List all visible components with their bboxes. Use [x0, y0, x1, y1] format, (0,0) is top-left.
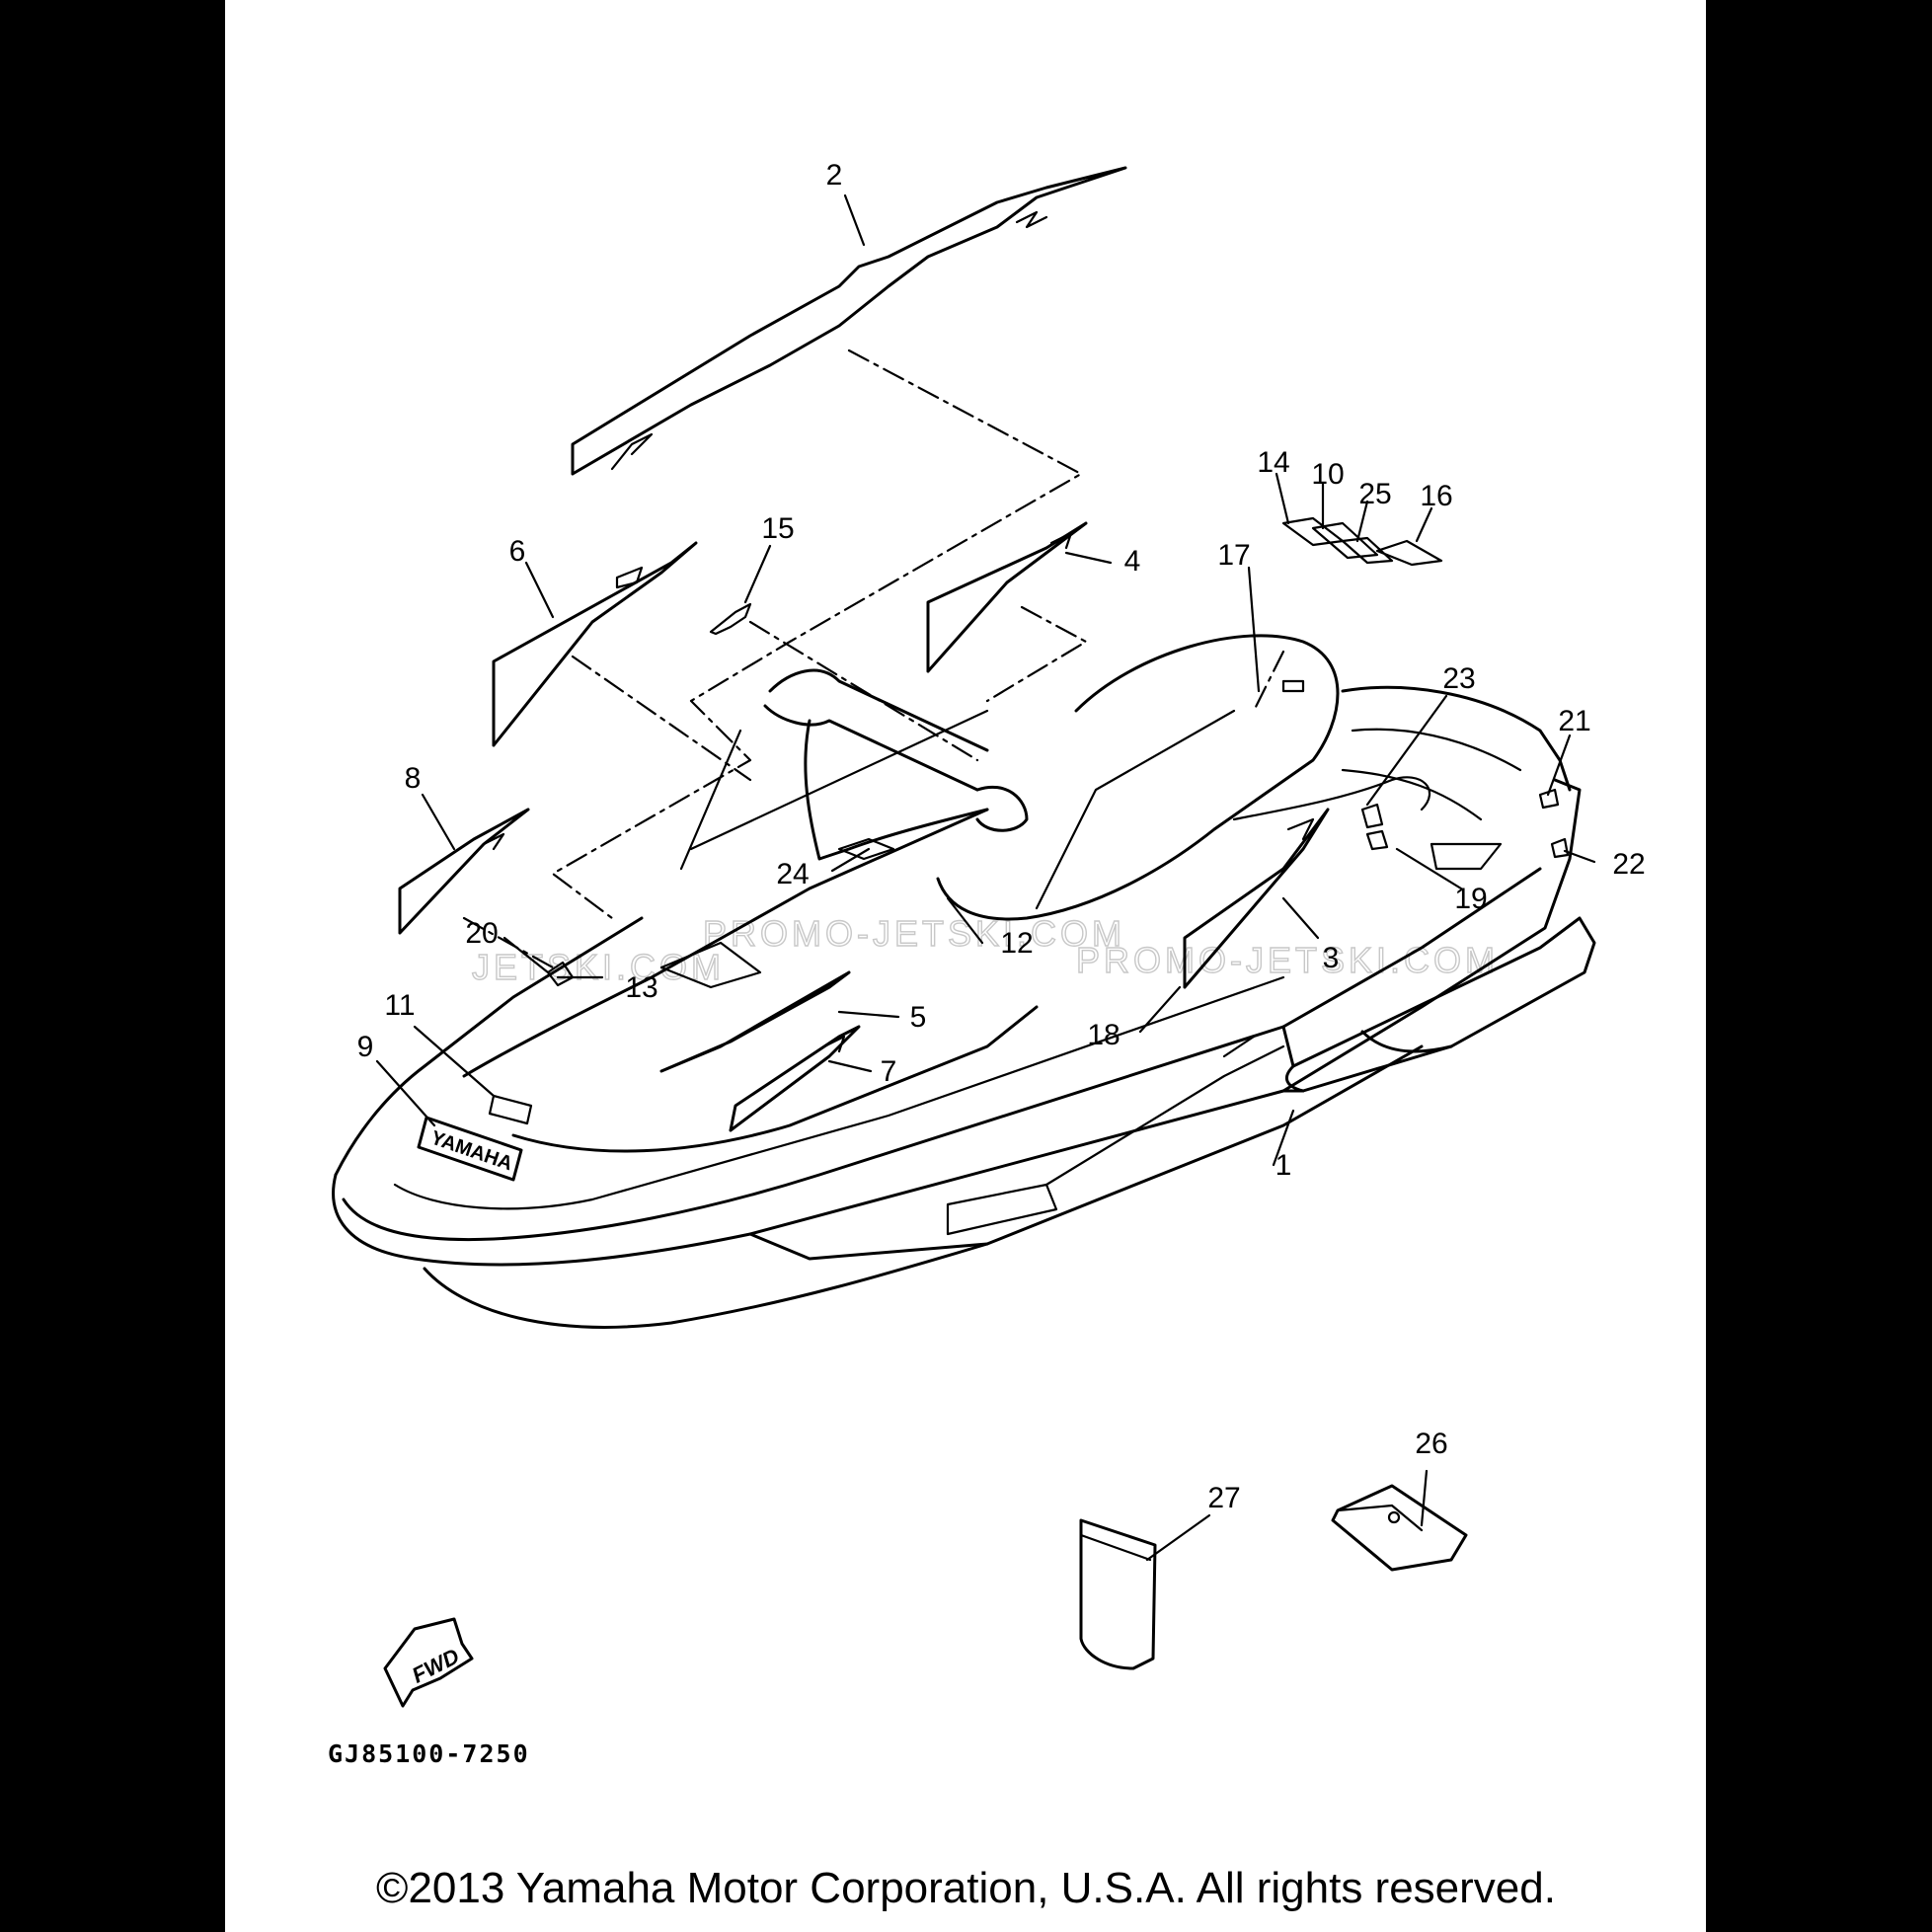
callout-5: 5 — [910, 1001, 927, 1034]
diagram-part-code: GJ85100-7250 — [328, 1739, 530, 1768]
callout-27: 27 — [1207, 1482, 1240, 1514]
callout-25: 25 — [1358, 478, 1391, 510]
decal-5 — [659, 970, 851, 1073]
callout-13: 13 — [625, 971, 657, 1004]
decal-2-upper-graphic — [571, 166, 1127, 476]
callout-9: 9 — [357, 1031, 374, 1063]
small-decals-14-10-25-16 — [1281, 516, 1443, 567]
callout-14: 14 — [1257, 446, 1289, 479]
callout-4: 4 — [1124, 545, 1141, 578]
callout-8: 8 — [405, 762, 422, 795]
decal-3 — [1183, 808, 1330, 989]
part-27-pouch — [1079, 1518, 1157, 1670]
callout-2: 2 — [826, 159, 843, 192]
callout-7: 7 — [881, 1055, 897, 1088]
callout-18: 18 — [1087, 1019, 1120, 1051]
callout-10: 10 — [1311, 458, 1344, 491]
exploded-parts-diagram: JETSKI.COM PROMO-JETSKI.COM PROMO-JETSKI… — [332, 159, 1646, 1708]
callout-21: 21 — [1558, 705, 1590, 737]
hull-outline — [332, 634, 1596, 1329]
fwd-arrow: FWD — [383, 1617, 474, 1708]
callout-6: 6 — [509, 535, 526, 568]
callout-24: 24 — [776, 858, 809, 890]
decal-yamaha-logo: YAMAHA — [417, 1116, 523, 1182]
copyright-footer: ©2013 Yamaha Motor Corporation, U.S.A. A… — [376, 1864, 1556, 1912]
callout-numbers: 1 2 3 4 5 6 7 8 9 10 11 12 13 14 15 16 1… — [357, 159, 1646, 1514]
callout-22: 22 — [1612, 848, 1645, 881]
callout-19: 19 — [1454, 883, 1487, 915]
callout-15: 15 — [761, 512, 794, 545]
decal-7 — [729, 1025, 861, 1132]
callout-16: 16 — [1420, 480, 1452, 512]
decal-15 — [709, 602, 752, 636]
decal-4 — [926, 521, 1088, 673]
decal-11 — [488, 1094, 533, 1125]
callout-12: 12 — [1000, 927, 1033, 960]
watermark-right: PROMO-JETSKI.COM — [1076, 940, 1499, 980]
diagram-sheet: JETSKI.COM PROMO-JETSKI.COM PROMO-JETSKI… — [225, 0, 1706, 1932]
callout-20: 20 — [465, 917, 498, 950]
callout-11: 11 — [384, 989, 415, 1022]
callout-1: 1 — [1275, 1149, 1292, 1182]
callout-17: 17 — [1217, 539, 1250, 572]
callout-23: 23 — [1442, 662, 1475, 695]
part-26-pouch — [1331, 1484, 1468, 1572]
decal-8 — [398, 808, 530, 935]
watermark-middle: PROMO-JETSKI.COM — [703, 913, 1125, 954]
placement-lines — [462, 348, 1285, 969]
decal-6 — [492, 541, 698, 747]
callout-26: 26 — [1415, 1428, 1447, 1460]
watermark-left: JETSKI.COM — [472, 947, 725, 987]
leader-lines — [375, 193, 1596, 1562]
callout-3: 3 — [1323, 942, 1340, 974]
